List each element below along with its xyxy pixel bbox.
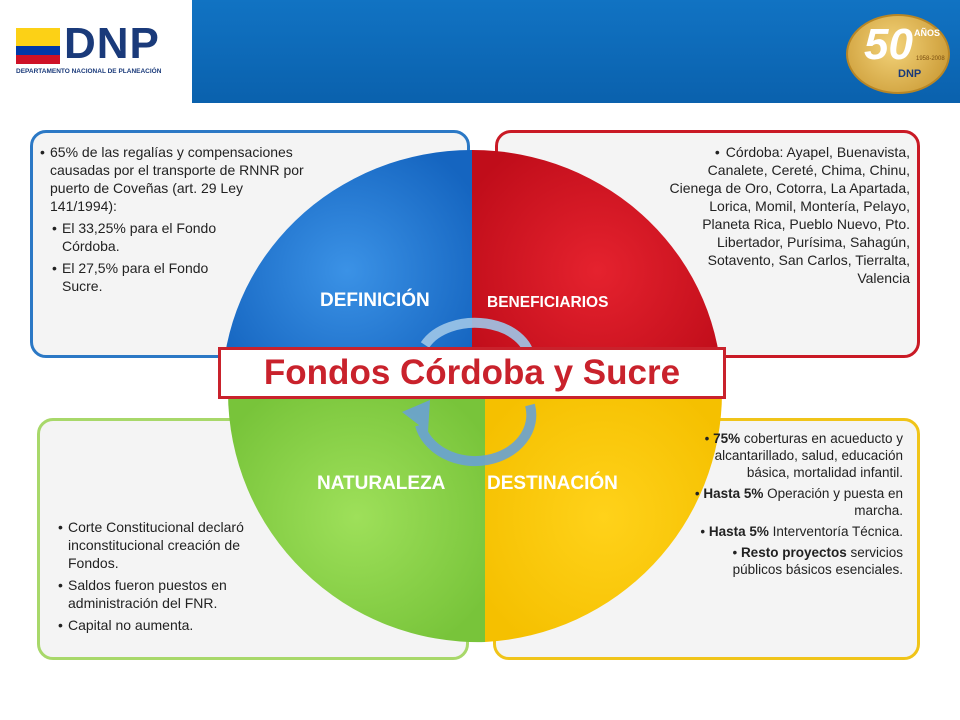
destinacion-item-2: • Hasta 5% Operación y puesta en marcha.: [694, 486, 903, 518]
page-title: Fondos Córdoba y Sucre: [263, 353, 681, 392]
badge-dnp: DNP: [898, 68, 922, 80]
quadrant-destinacion: [485, 392, 723, 642]
label-destinacion: DESTINACIÓN: [487, 473, 618, 494]
definicion-sub-2: El 27,5% para el Fondo Sucre.: [52, 259, 310, 295]
quadrant-definicion: [222, 150, 472, 392]
colombia-flag-icon: [16, 28, 60, 64]
badge-years: 1958-2008: [916, 56, 945, 62]
label-definicion: DEFINICIÓN: [320, 290, 430, 311]
definicion-main: 65% de las regalías y compensaciones cau…: [40, 143, 310, 215]
naturaleza-item-2: Saldos fueron puestos en administración …: [58, 576, 268, 612]
header-bar: DNP DEPARTAMENTO NACIONAL DE PLANEACIÓN …: [0, 0, 960, 103]
badge-anos: AÑOS: [914, 28, 941, 38]
destinacion-item-3: • Hasta 5% Interventoría Técnica.: [700, 524, 903, 539]
label-beneficiarios: BENEFICIARIOS: [487, 294, 609, 311]
destinacion-item-4: • Resto proyectos servicios públicos bás…: [732, 545, 903, 577]
dnp-logo: DNP DEPARTAMENTO NACIONAL DE PLANEACIÓN: [0, 0, 192, 103]
cycle-arrows-icon: [402, 317, 537, 467]
definicion-sub-1: El 33,25% para el Fondo Córdoba.: [52, 219, 310, 255]
definicion-text: 65% de las regalías y compensaciones cau…: [40, 143, 310, 295]
destinacion-text: • 75% coberturas en acueducto y alcantar…: [680, 430, 903, 582]
naturaleza-text: Corte Constitucional declaró inconstituc…: [58, 518, 268, 638]
anniversary-badge: 50 AÑOS 1958-2008 DNP: [846, 14, 950, 94]
beneficiarios-list: •Córdoba: Ayapel, Buenavista, Canalete, …: [669, 144, 910, 286]
naturaleza-item-1: Corte Constitucional declaró inconstituc…: [58, 518, 268, 572]
destinacion-item-1: • 75% coberturas en acueducto y alcantar…: [704, 431, 903, 480]
quadrant-beneficiarios: [472, 150, 722, 392]
beneficiarios-text: •Córdoba: Ayapel, Buenavista, Canalete, …: [660, 143, 910, 287]
quadrant-naturaleza: [227, 392, 485, 643]
title-banner: Fondos Córdoba y Sucre: [218, 347, 726, 399]
logo-text: DNP: [64, 19, 160, 68]
logo-subtitle: DEPARTAMENTO NACIONAL DE PLANEACIÓN: [16, 68, 162, 75]
badge-number: 50: [864, 20, 913, 69]
label-naturaleza: NATURALEZA: [317, 473, 446, 494]
naturaleza-item-3: Capital no aumenta.: [58, 616, 268, 634]
